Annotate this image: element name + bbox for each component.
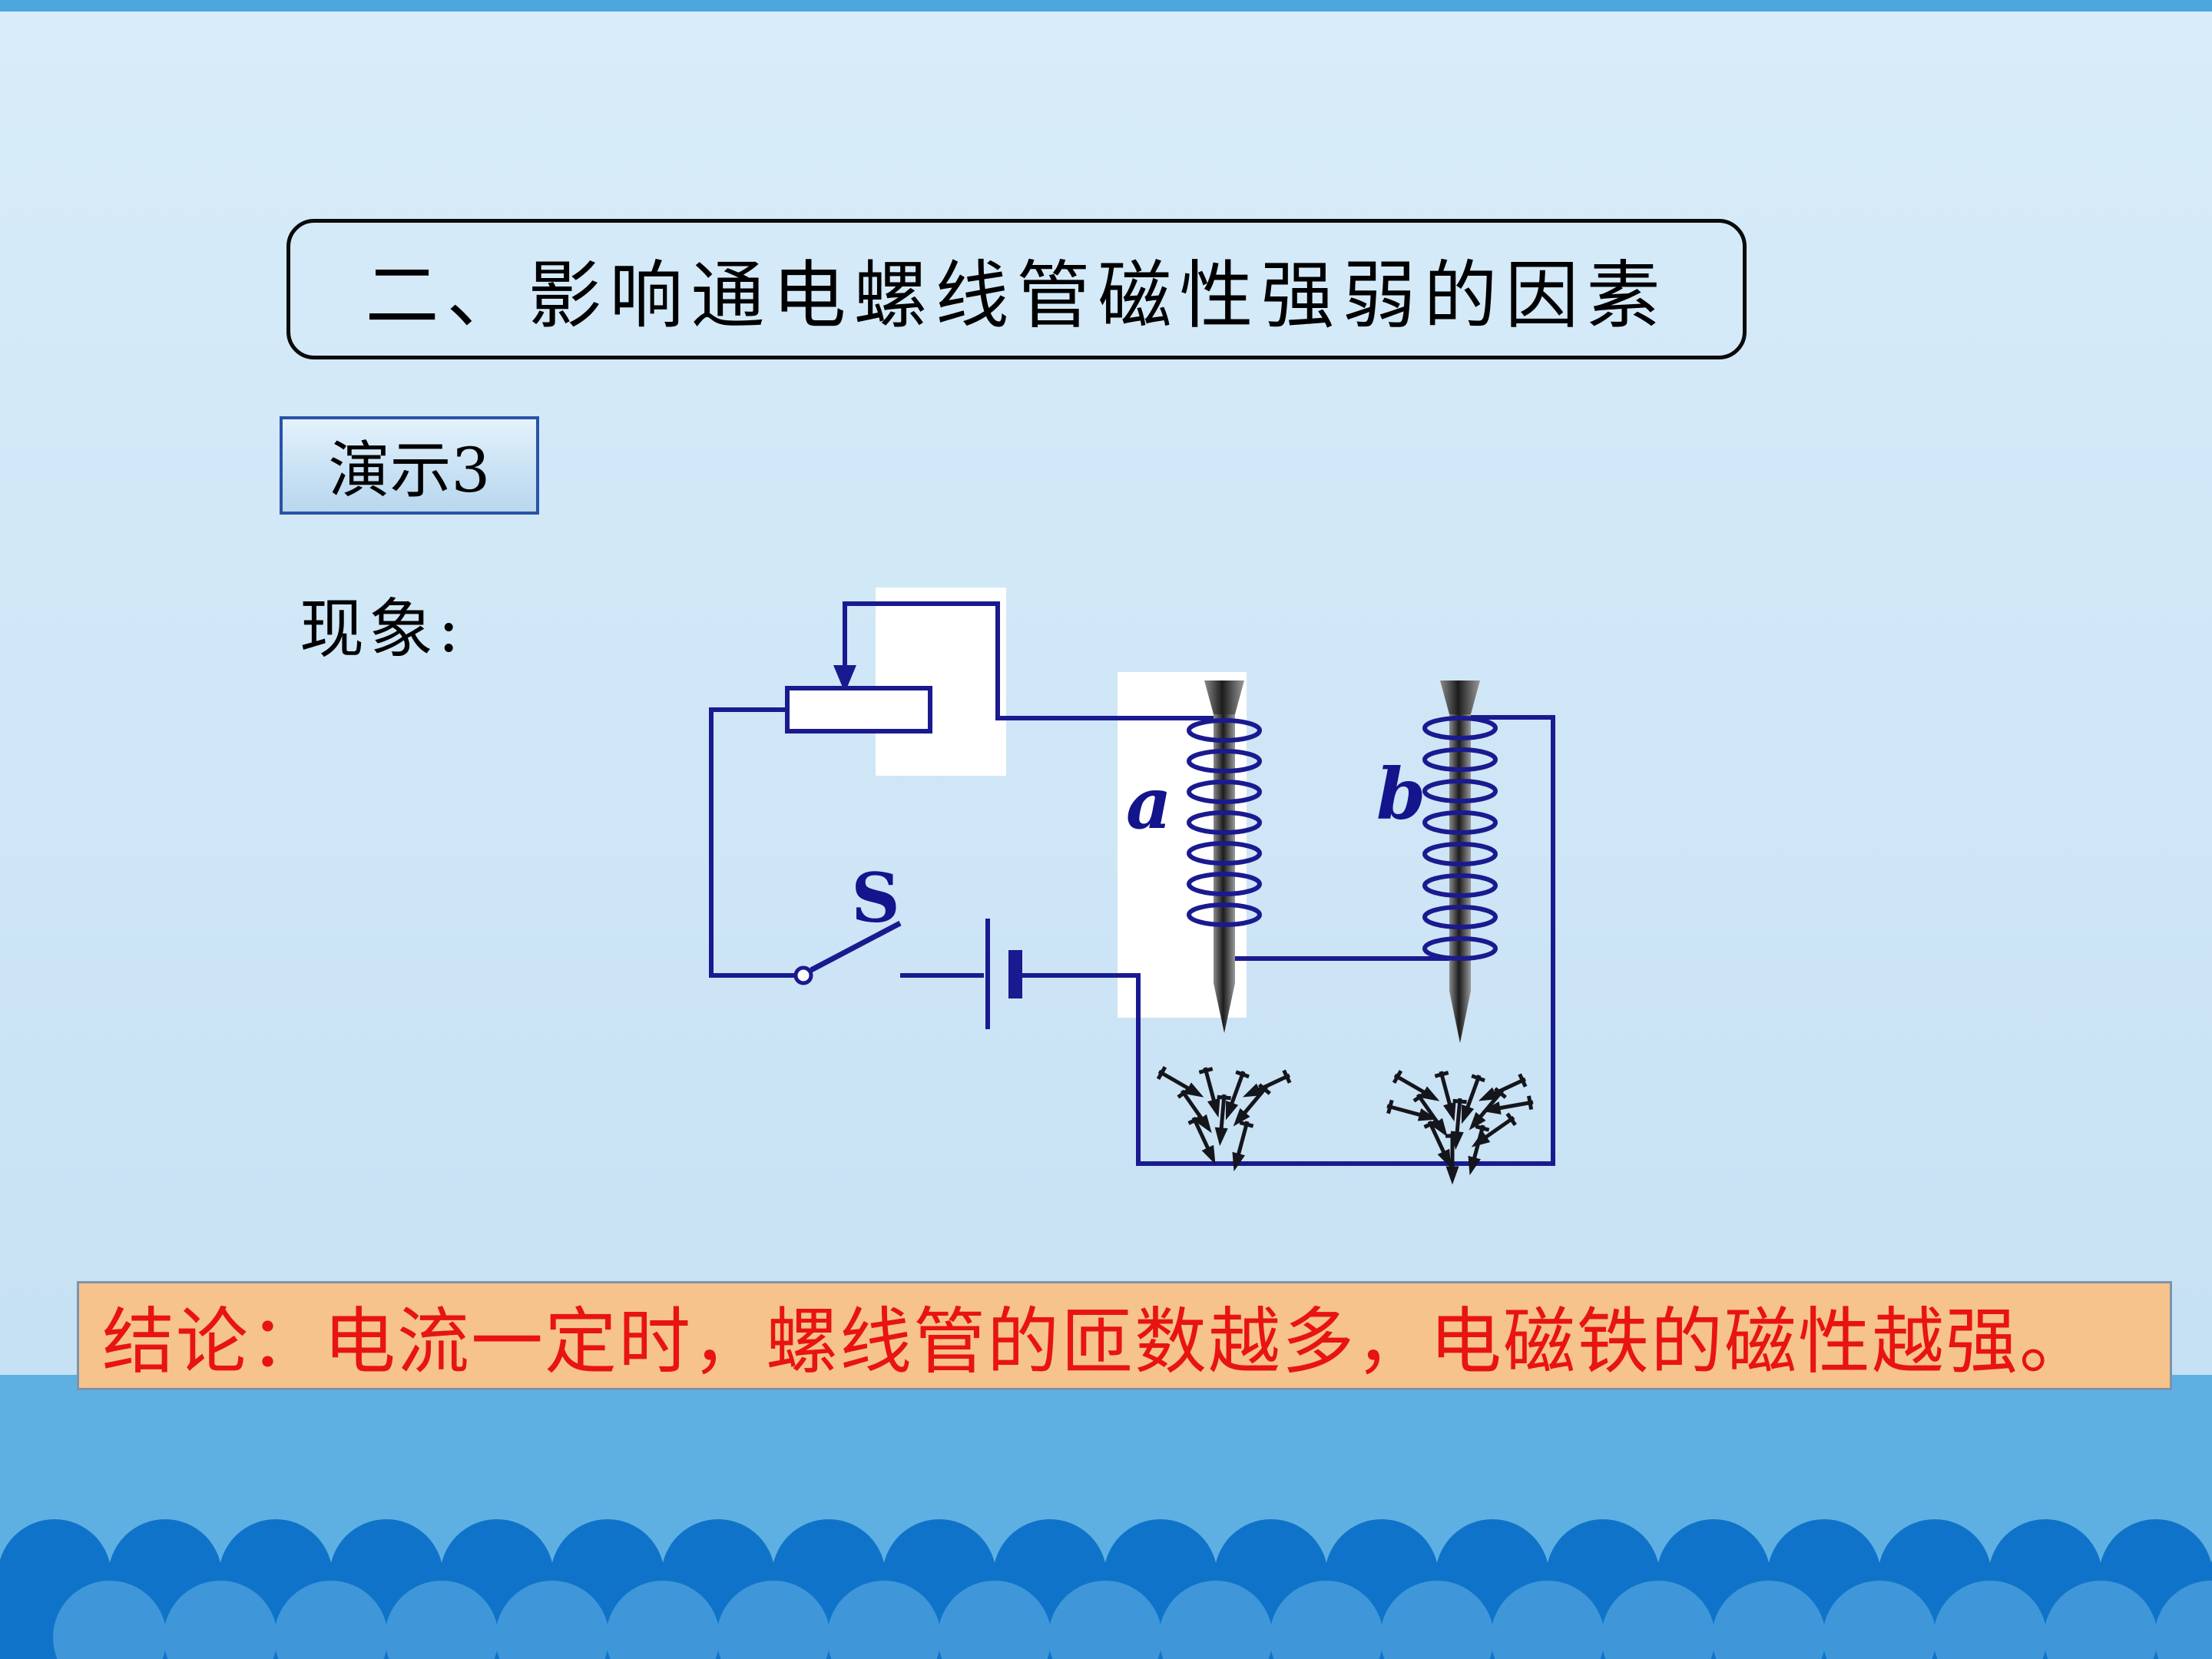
battery-icon (985, 919, 1022, 1029)
slide-title: 二、影响通电螺线管磁性强弱的因素 (365, 253, 1668, 339)
coil-a-label: a (1126, 762, 1172, 845)
coil-b-label: b (1376, 753, 1426, 836)
rheostat (785, 686, 932, 733)
demo-badge: 演示3 (280, 416, 539, 515)
rheostat-slider-arrow (833, 665, 856, 693)
coil-b (1422, 716, 1498, 961)
screw-b (1440, 680, 1480, 1043)
nail-cluster-a (1156, 1065, 1292, 1172)
screw-a (1204, 680, 1244, 1033)
conclusion-bar: 结论：电流一定时，螺线管的匝数越多，电磁铁的磁性越强。 (77, 1281, 2172, 1390)
coil-a (1187, 718, 1262, 927)
white-backdrops (876, 588, 1247, 1018)
top-decoration-strip (0, 0, 2212, 12)
switch-label: S (851, 858, 900, 938)
nail-cluster-b (1386, 1069, 1534, 1185)
title-box: 二、影响通电螺线管磁性强弱的因素 (286, 219, 1747, 359)
conclusion-text: 结论：电流一定时，螺线管的匝数越多，电磁铁的磁性越强。 (102, 1300, 2094, 1384)
demo-badge-label: 演示3 (328, 435, 491, 506)
wave-scallop-row-front (53, 1581, 2212, 1659)
phenomenon-label: 现象: (300, 591, 465, 667)
bottom-wave-decoration (0, 1375, 2212, 1659)
switch-icon (793, 920, 902, 985)
